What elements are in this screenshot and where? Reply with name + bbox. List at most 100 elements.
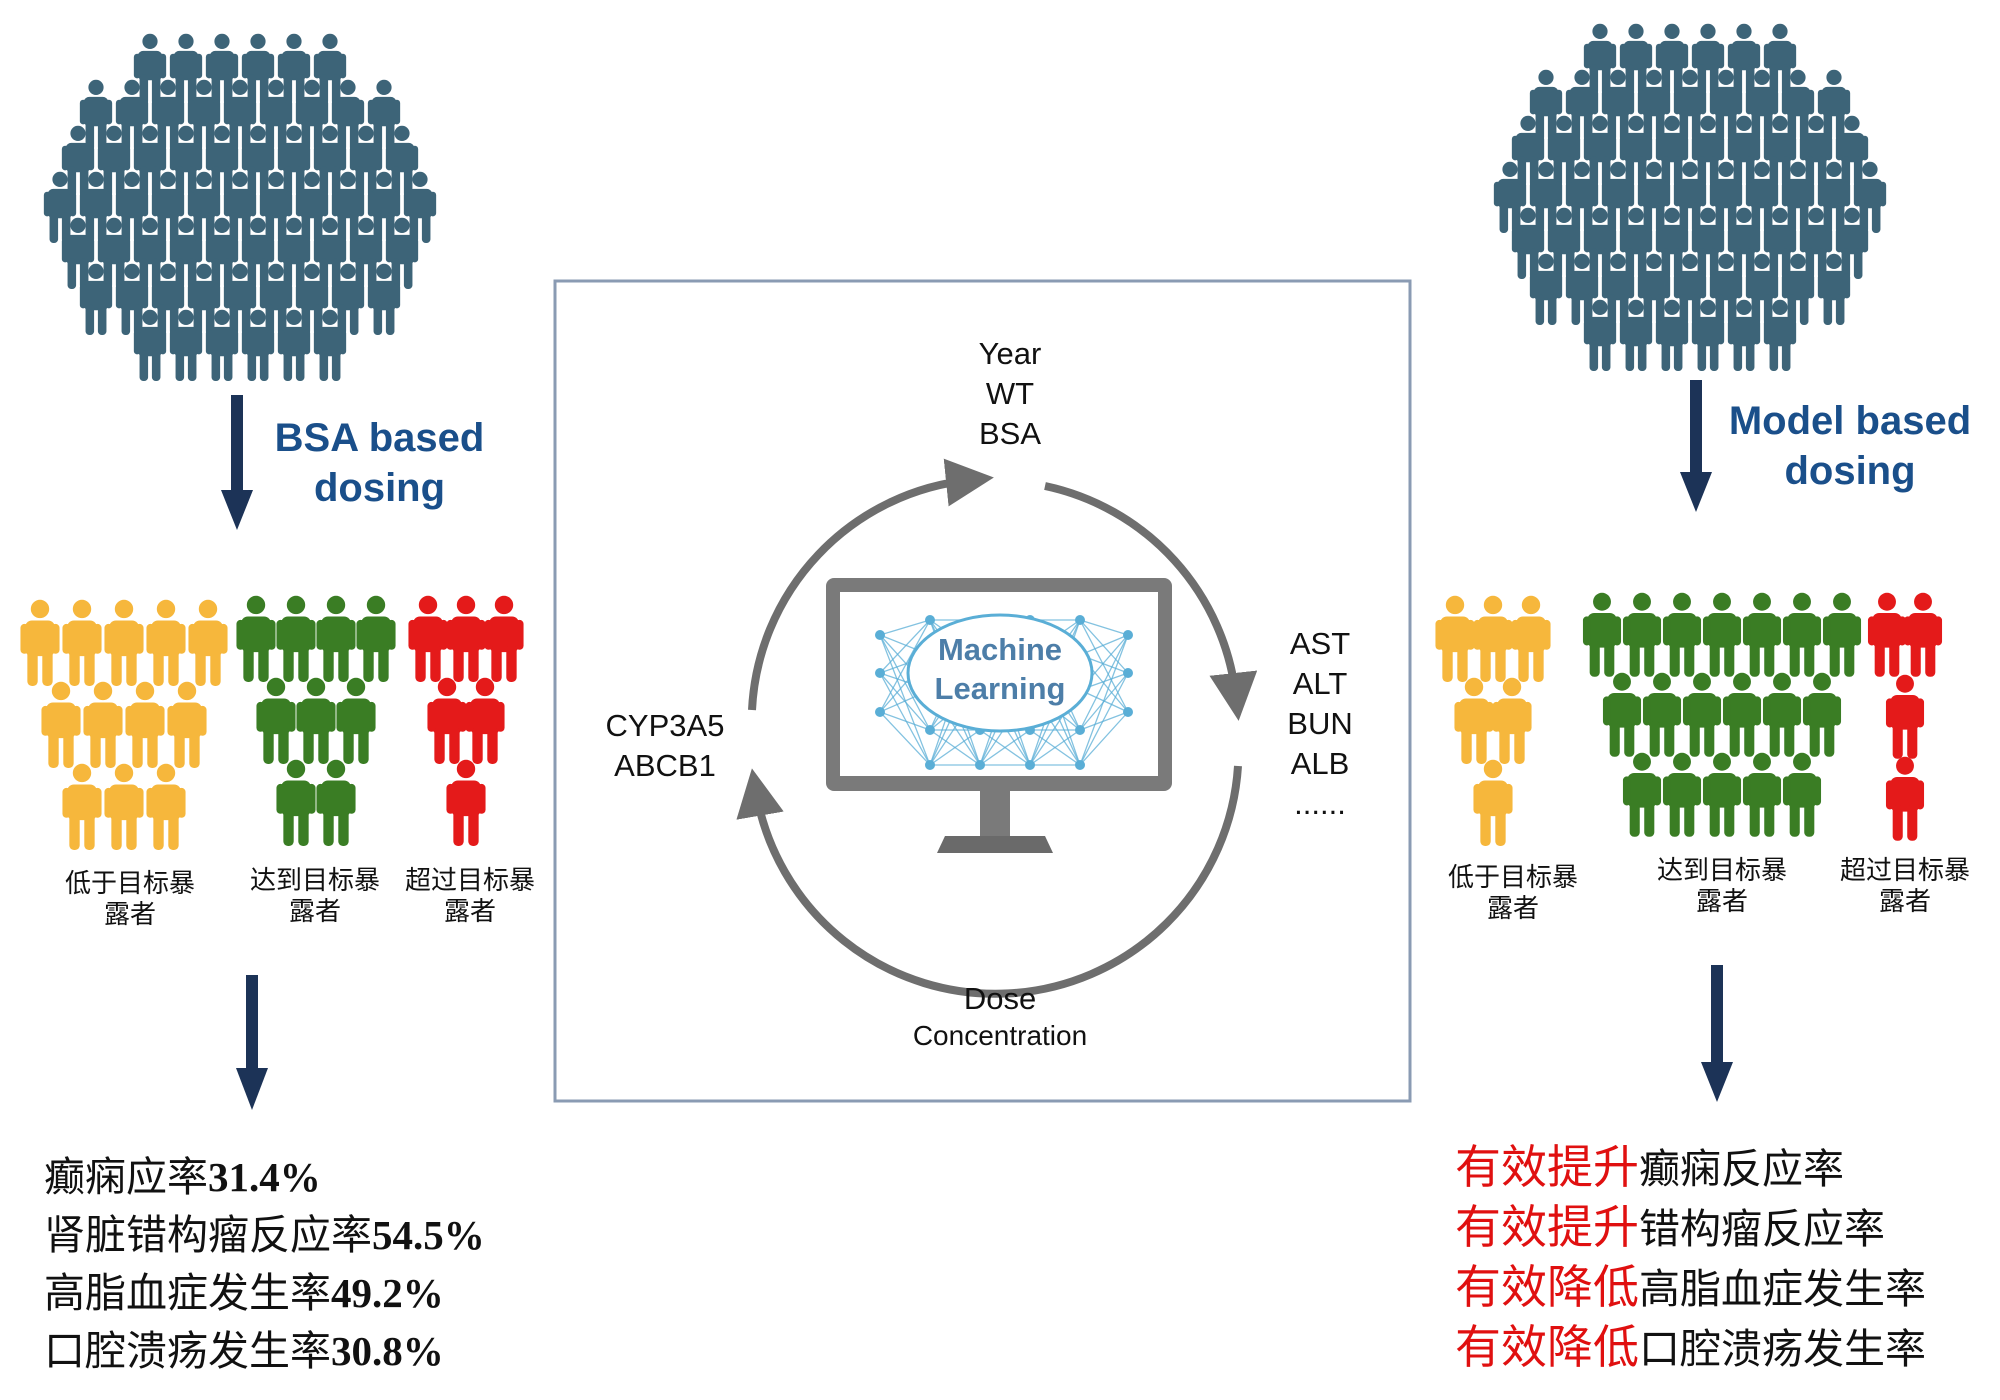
person-icon [1802,672,1842,757]
person-icon [1885,756,1925,841]
person-icon [125,681,165,768]
person-icon [169,33,203,105]
down-arrow-icon [1701,965,1733,1102]
person-icon [1885,674,1925,759]
person-icon [1511,595,1551,682]
outcomes-left: 癫痫应率31.4% 肾脏错构瘤反应率54.5% 高脂血症发生率49.2% 口腔溃… [44,1148,485,1380]
person-icon [104,763,144,850]
person-icon [465,677,505,764]
variables-left: CYP3A5 ABCB1 [605,708,725,783]
person-icon [1619,23,1653,95]
outcome-row: 有效降低高脂血症发生率 [1455,1260,1926,1314]
person-icon [1702,752,1742,837]
down-arrow-icon [1680,380,1712,512]
variables-right: AST ALT BUN ALB ...... [1287,626,1353,821]
group-label-below-left: 低于目标暴露者 [65,868,196,929]
person-icon [1867,592,1907,677]
person-icon [296,677,336,764]
person-icon [1473,759,1513,846]
variables-bottom: Dose Concentration [912,981,1088,1051]
person-icon [188,599,228,686]
person-icon [446,759,486,846]
person-icon [1662,592,1702,677]
person-icon [241,33,275,105]
person-icon [83,681,123,768]
population-crowd-right [1493,23,1887,371]
person-icon [276,595,316,682]
group-label-target-right: 达到目标暴露者 [1657,855,1788,916]
outcome-row: 有效提升错构瘤反应率 [1455,1200,1885,1254]
outcome-row: 癫痫应率31.4% [44,1153,321,1201]
person-icon [1762,672,1802,757]
down-arrow-icon [236,975,268,1110]
person-icon [1662,752,1702,837]
person-icon [1817,69,1851,141]
person-icon [1727,23,1761,95]
cycle-arrow-icon [736,458,1258,998]
person-icon [1782,752,1822,837]
person-icon [1782,592,1822,677]
down-arrow-icon [221,395,253,530]
person-icon [62,763,102,850]
person-icon [408,595,448,682]
person-icon [427,677,467,764]
person-icon [356,595,396,682]
person-icon [367,79,401,151]
person-icon [313,33,347,105]
group-label-target-left: 达到目标暴露者 [250,865,381,926]
model-box [553,279,1412,1103]
person-icon [167,681,207,768]
person-icon [277,33,311,105]
person-icon [1492,677,1532,764]
outcome-row: 有效降低口腔溃疡发生率 [1455,1320,1926,1374]
person-icon [1583,23,1617,95]
person-icon [446,595,486,682]
outcome-row: 肾脏错构瘤反应率54.5% [44,1211,485,1259]
group-label-above-right: 超过目标暴露者 [1840,855,1971,916]
person-icon [146,763,186,850]
person-icon [1682,672,1722,757]
person-icon [1454,677,1494,764]
person-icon [484,595,524,682]
person-icon [276,759,316,846]
monitor-icon [826,578,1172,853]
machine-learning-label: Machine Learning [934,632,1066,706]
person-icon [1742,592,1782,677]
person-icon [1622,752,1662,837]
person-icon [1529,69,1563,141]
population-crowd-left [43,33,437,381]
person-icon [1602,672,1642,757]
person-icon [236,595,276,682]
person-icon [256,677,296,764]
person-icon [316,759,356,846]
person-icon [1822,592,1862,677]
person-icon [316,595,356,682]
outcome-row: 口腔溃疡发生率30.8% [44,1327,444,1375]
person-icon [1435,595,1475,682]
variables-top: Year WT BSA [978,336,1042,451]
person-icon [146,599,186,686]
outcome-row: 高脂血症发生率49.2% [44,1269,444,1317]
person-icon [1702,592,1742,677]
outcomes-right: 有效提升癫痫反应率 有效提升错构瘤反应率 有效降低高脂血症发生率 有效降低口腔溃… [1455,1138,1926,1378]
person-icon [205,33,239,105]
person-icon [1473,595,1513,682]
person-icon [41,681,81,768]
person-icon [1722,672,1762,757]
person-icon [79,79,113,151]
person-icon [104,599,144,686]
person-icon [1582,592,1622,677]
person-icon [62,599,102,686]
person-icon [1903,592,1943,677]
group-label-above-left: 超过目标暴露者 [405,865,536,926]
person-icon [133,33,167,105]
person-icon [20,599,60,686]
person-icon [1655,23,1689,95]
person-icon [336,677,376,764]
outcome-row: 有效提升癫痫反应率 [1455,1140,1844,1194]
person-icon [1691,23,1725,95]
